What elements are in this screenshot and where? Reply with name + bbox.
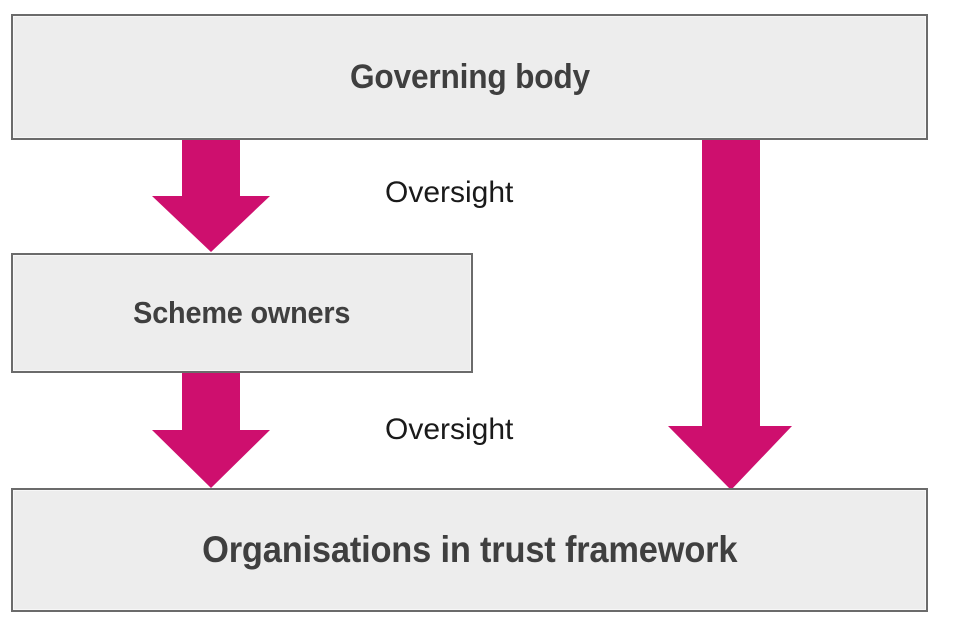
node-scheme-owners-label: Scheme owners	[133, 295, 351, 330]
node-scheme-owners[interactable]: Scheme owners	[11, 253, 473, 373]
edge-label-oversight-top: Oversight	[385, 176, 514, 209]
arrow-governing-to-organisations	[668, 138, 792, 490]
arrow-governing-to-scheme	[152, 138, 270, 252]
node-organisations[interactable]: Organisations in trust framework	[11, 488, 928, 612]
arrow-scheme-to-organisations	[152, 372, 270, 488]
node-governing-body[interactable]: Governing body	[11, 14, 928, 140]
node-organisations-label: Organisations in trust framework	[201, 529, 738, 570]
edge-label-oversight-bottom: Oversight	[385, 413, 514, 446]
node-governing-body-label: Governing body	[349, 57, 590, 96]
